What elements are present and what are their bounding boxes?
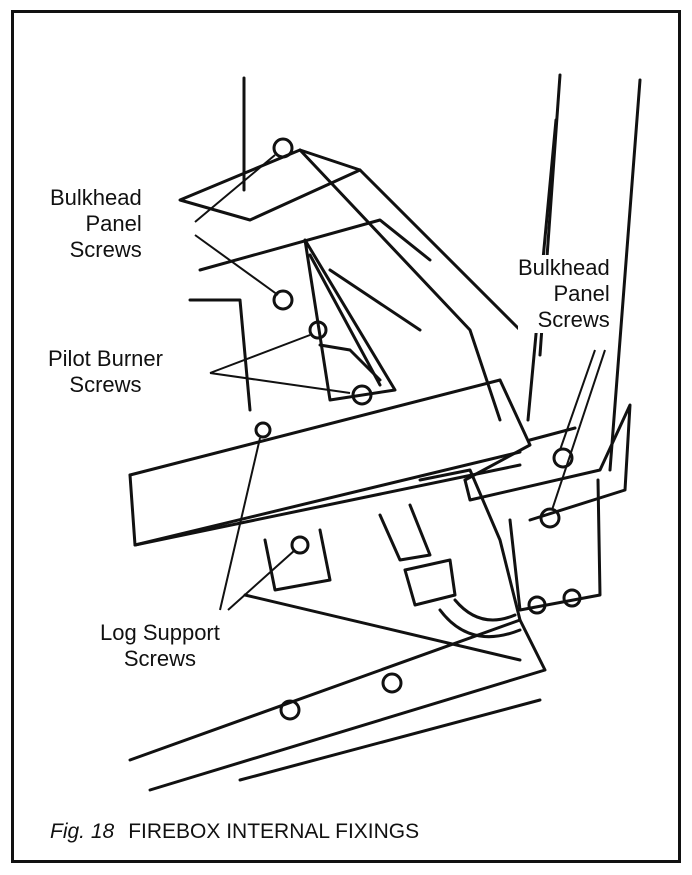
- label-line: Bulkhead: [50, 185, 142, 210]
- figure-frame: [11, 10, 681, 863]
- label-line: Pilot Burner: [48, 346, 163, 371]
- label-line: Bulkhead: [518, 255, 610, 280]
- bulkhead-panel-screws-label-right: Bulkhead Panel Screws: [518, 255, 610, 333]
- label-line: Log Support: [100, 620, 220, 645]
- log-support-screws-label: Log Support Screws: [100, 620, 220, 672]
- figure-caption: Fig. 18 FIREBOX INTERNAL FIXINGS: [50, 820, 419, 844]
- pilot-burner-screws-label: Pilot Burner Screws: [48, 346, 163, 398]
- bulkhead-panel-screws-label-left: Bulkhead Panel Screws: [50, 185, 142, 263]
- figure-number: Fig. 18: [50, 820, 115, 843]
- label-line: Screws: [537, 307, 610, 332]
- label-line: Panel: [553, 281, 610, 306]
- label-line: Panel: [85, 211, 142, 236]
- label-line: Screws: [69, 237, 142, 262]
- label-line: Screws: [69, 372, 142, 397]
- label-line: Screws: [123, 646, 196, 671]
- figure-title: FIREBOX INTERNAL FIXINGS: [128, 820, 420, 843]
